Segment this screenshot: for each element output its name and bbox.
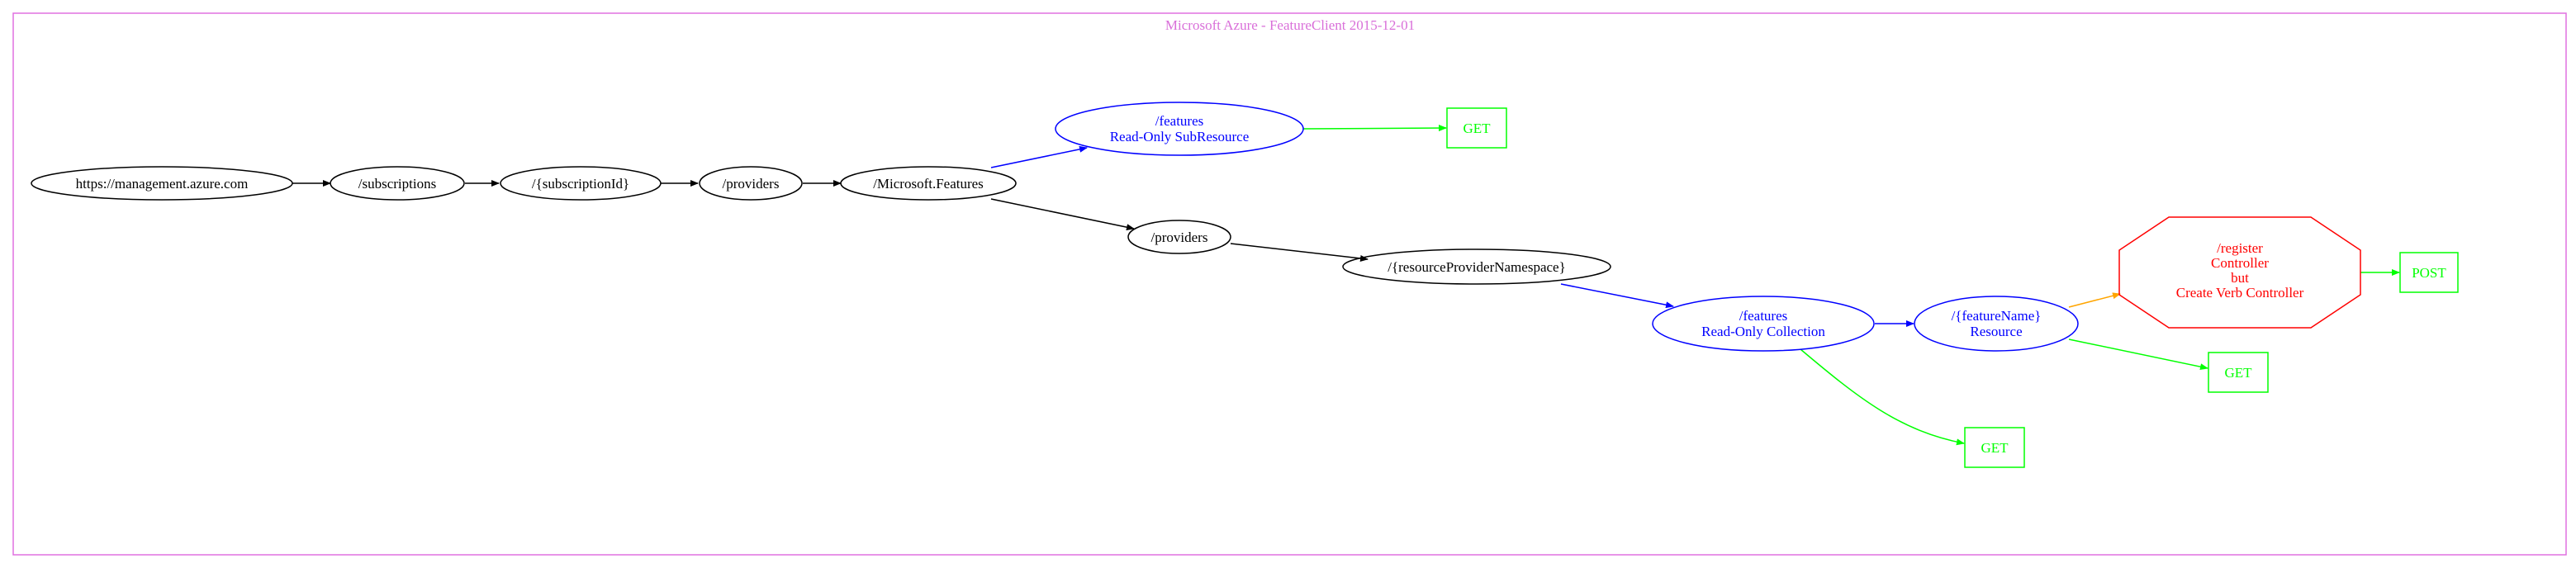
edge-featurescollection-get (1800, 348, 1965, 446)
edge-featurename-register (2068, 292, 2121, 308)
cluster-frame (12, 12, 2567, 556)
node-label: Read-Only Collection (1701, 324, 1825, 339)
node-label: GET (1463, 121, 1491, 136)
node-features-subresource[interactable]: /features Read-Only SubResource (1055, 102, 1304, 156)
node-post-register[interactable]: POST (2399, 252, 2459, 293)
edge-providers2-resourceprovidernamespace (1230, 243, 1369, 262)
edge-microsoftfeatures-featuressubresource (990, 145, 1088, 168)
node-providers-2[interactable]: /providers (1127, 220, 1231, 254)
node-label: /features (1739, 308, 1788, 324)
edge-featuressubresource-get (1302, 125, 1447, 132)
node-get-subresource[interactable]: GET (1446, 107, 1507, 149)
node-label: Controller (2211, 255, 2269, 271)
node-label: /subscriptions (358, 176, 436, 192)
node-subscriptions[interactable]: /subscriptions (330, 166, 465, 201)
node-label: /{subscriptionId} (532, 176, 629, 192)
node-resource-provider-namespace[interactable]: /{resourceProviderNamespace} (1342, 248, 1611, 285)
node-label: /features (1155, 113, 1204, 129)
node-features-collection[interactable]: /features Read-Only Collection (1652, 296, 1875, 352)
node-label: Create Verb Controller (2176, 285, 2304, 301)
node-get-collection[interactable]: GET (1964, 427, 2025, 468)
node-providers[interactable]: /providers (699, 166, 803, 201)
node-label: /Microsoft.Features (873, 176, 984, 192)
node-label: Resource (1970, 324, 2022, 339)
node-feature-name[interactable]: /{featureName} Resource (1914, 296, 2079, 352)
node-microsoft-features[interactable]: /Microsoft.Features (840, 166, 1017, 201)
node-get-feature[interactable]: GET (2208, 352, 2269, 393)
diagram-title: Microsoft Azure - FeatureClient 2015-12-… (1165, 17, 1415, 33)
edge-microsoftfeatures-providers2 (990, 198, 1135, 231)
node-label: /register (2217, 240, 2263, 256)
edge-featurename-get (2068, 338, 2208, 371)
node-label: /providers (1151, 230, 1208, 245)
node-label: POST (2412, 265, 2446, 281)
node-register[interactable]: /register Controller but Create Verb Con… (2118, 216, 2361, 329)
node-label: /providers (723, 176, 780, 192)
node-label: GET (1981, 440, 2009, 456)
node-label: https://management.azure.com (76, 176, 249, 192)
node-subscription-id[interactable]: /{subscriptionId} (500, 166, 662, 201)
node-label: /{featureName} (1952, 308, 2042, 324)
node-root[interactable]: https://management.azure.com (31, 166, 293, 201)
node-label: GET (2224, 365, 2252, 381)
node-label: but (2231, 270, 2249, 286)
edges (292, 125, 2400, 446)
node-label: /{resourceProviderNamespace} (1388, 259, 1566, 275)
node-label: Read-Only SubResource (1110, 129, 1250, 144)
edge-namespace-featurescollection (1560, 283, 1674, 309)
